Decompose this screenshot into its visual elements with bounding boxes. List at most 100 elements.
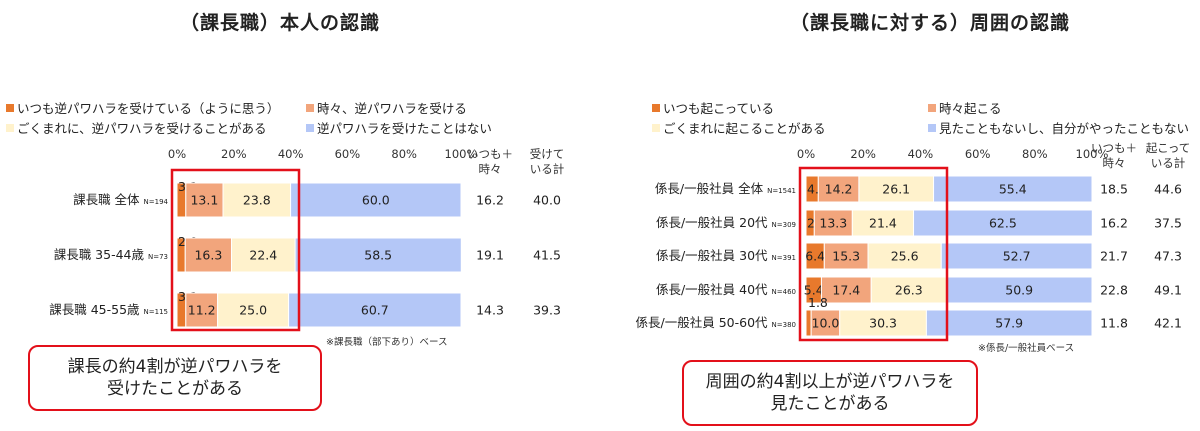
legend-swatch-icon	[928, 123, 936, 132]
bar-segment	[839, 309, 927, 337]
bar-segment	[925, 309, 1093, 337]
bar-segment	[813, 209, 853, 237]
bar-segment	[817, 175, 860, 203]
x-tick-label: 0%	[797, 147, 815, 161]
category-label: 課長職 35-44歳 N=73	[54, 247, 168, 262]
data-label: 25.6	[891, 249, 919, 264]
data-label: 52.7	[1003, 249, 1031, 264]
data-label: 58.5	[364, 248, 392, 263]
extra-column-header: いつも＋時々	[467, 147, 513, 176]
bar-segment	[217, 292, 290, 328]
data-label: 10.0	[812, 316, 840, 331]
bar-segment	[851, 209, 915, 237]
base-note: ※課長職（部下あり）ベース	[326, 336, 448, 348]
highlight-box	[798, 166, 949, 342]
legend-item-others-sometimes: 時々起こる	[928, 98, 1002, 117]
x-tick-label: 80%	[1022, 147, 1048, 161]
data-label: 21.4	[869, 216, 897, 231]
summary-value: 41.5	[533, 248, 561, 263]
summary-value: 16.2	[1100, 216, 1128, 231]
data-label: 5.4	[804, 283, 824, 298]
category-label: 係長/一般社員 40代 N=460	[656, 282, 796, 297]
legend-swatch-icon	[306, 103, 314, 112]
base-note: ※係長/一般社員ベース	[978, 342, 1074, 354]
data-label: 13.1	[190, 193, 218, 208]
bar-segment	[805, 309, 812, 337]
chart-title-others: （課長職に対する）周囲の認識	[790, 12, 1071, 34]
x-tick-label: 100%	[1076, 147, 1109, 161]
highlight-box	[170, 168, 301, 332]
bar-segment	[940, 242, 1093, 270]
bar-segment	[870, 276, 947, 304]
category-label: 課長職 45-55歳 N=115	[49, 302, 168, 317]
legend-item-self-never: 逆パワハラを受けたことはない	[306, 118, 492, 137]
legend-swatch-icon	[6, 103, 14, 112]
data-label: 16.3	[194, 248, 222, 263]
legend-item-others-never: 見たこともないし、自分がやったこともない	[928, 118, 1189, 137]
summary-value: 42.1	[1154, 316, 1182, 331]
callout-others: 周囲の約4割以上が逆パワハラを 見たことがある	[682, 360, 978, 426]
summary-value: 14.3	[476, 303, 504, 318]
legend-label: 見たこともないし、自分がやったこともない	[939, 121, 1190, 136]
bar-segment	[933, 175, 1093, 203]
summary-value: 37.5	[1154, 216, 1182, 231]
summary-value: 47.3	[1154, 249, 1182, 264]
bar-segment	[231, 237, 296, 273]
summary-value: 21.7	[1100, 249, 1128, 264]
callout-line: 課長の約4割が逆パワハラを	[67, 357, 283, 377]
bar-segment	[867, 242, 942, 270]
bar-segment	[288, 292, 462, 328]
summary-value: 49.1	[1154, 283, 1182, 298]
data-label: 62.5	[989, 216, 1017, 231]
legend-swatch-icon	[6, 123, 14, 132]
bar-segment	[222, 182, 292, 218]
data-label: 25.0	[239, 303, 267, 318]
bar-segment	[945, 276, 1093, 304]
legend-item-others-rarely: ごくまれに起こることがある	[652, 118, 826, 137]
data-label: 11.2	[188, 303, 216, 318]
x-tick-label: 100%	[445, 147, 478, 161]
extra-column-header: 起こっている計	[1146, 141, 1191, 170]
legend-label: 時々起こる	[939, 101, 1002, 116]
summary-value: 40.0	[533, 193, 561, 208]
bar-segment	[184, 237, 233, 273]
data-label: 13.3	[819, 216, 847, 231]
category-label: 係長/一般社員 20代 N=309	[656, 215, 796, 230]
legend-label: 逆パワハラを受けたことはない	[317, 121, 492, 136]
callout-line: 周囲の約4割以上が逆パワハラを	[705, 372, 955, 392]
data-label: 50.9	[1005, 283, 1033, 298]
legend-swatch-icon	[928, 103, 936, 112]
data-label: 17.4	[832, 283, 860, 298]
summary-value: 16.2	[476, 193, 504, 208]
summary-value: 18.5	[1100, 182, 1128, 197]
bar-segment	[810, 309, 841, 337]
legend-item-self-always: いつも逆パワハラを受けている（ように思う）	[6, 98, 279, 117]
bar-segment	[290, 182, 462, 218]
callout-self: 課長の約4割が逆パワハラを 受けたことがある	[28, 345, 322, 411]
data-label: 26.1	[882, 182, 910, 197]
summary-value: 22.8	[1100, 283, 1128, 298]
legend-swatch-icon	[652, 103, 660, 112]
data-label: 55.4	[999, 182, 1027, 197]
x-tick-label: 80%	[391, 147, 417, 161]
bar-segment	[858, 175, 935, 203]
data-label: 23.8	[243, 193, 271, 208]
chart-title-self: （課長職）本人の認識	[180, 12, 381, 34]
data-label: 60.0	[362, 193, 390, 208]
legend-item-others-always: いつも起こっている	[652, 98, 774, 117]
category-label: 係長/一般社員 50-60代 N=380	[636, 315, 796, 330]
summary-value: 19.1	[476, 248, 504, 263]
legend-label: 時々、逆パワハラを受ける	[317, 101, 467, 116]
data-label: 1.8	[808, 295, 828, 310]
x-tick-label: 20%	[221, 147, 247, 161]
data-label: 15.3	[832, 249, 860, 264]
legend-item-self-sometimes: 時々、逆パワハラを受ける	[306, 98, 467, 117]
data-label: 6.4	[805, 249, 825, 264]
legend-label: ごくまれに起こることがある	[663, 121, 826, 136]
summary-value: 44.6	[1154, 182, 1182, 197]
x-tick-label: 40%	[908, 147, 934, 161]
data-label: 22.4	[249, 248, 277, 263]
x-tick-label: 0%	[168, 147, 186, 161]
legend-label: いつも逆パワハラを受けている（ように思う）	[17, 101, 280, 116]
